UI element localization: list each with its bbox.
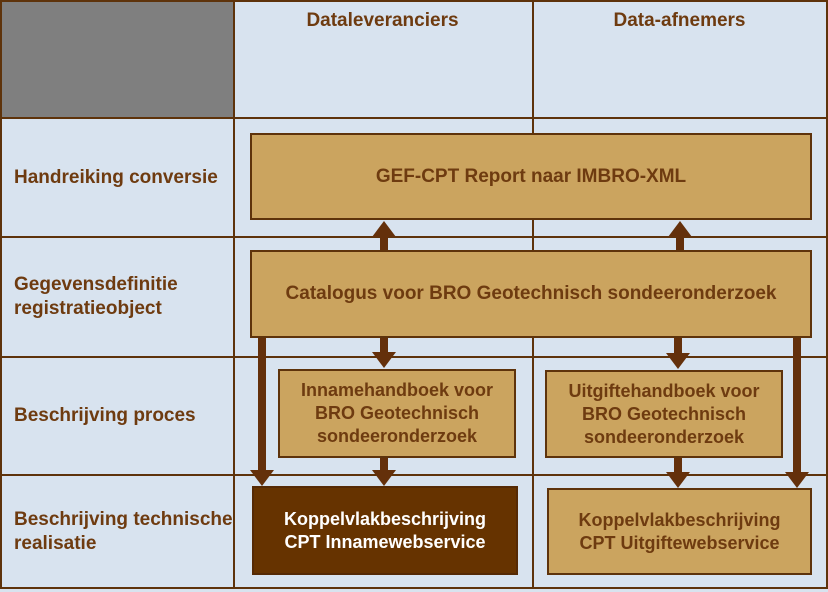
row-divider-1	[2, 117, 826, 119]
box-label: Uitgiftehandboek voor BRO Geotechnisch s…	[568, 380, 760, 447]
arrow-up-catalog-to-conversion-right-shaft	[676, 233, 684, 250]
box-koppelvlak-innamewebservice: Koppelvlakbeschrijving CPT Innamewebserv…	[252, 486, 518, 575]
arrow-down-catalog-to-uitgiftehandboek-head	[666, 353, 690, 369]
arrow-down-innamehandboek-to-innamewebservice-shaft	[380, 458, 388, 472]
box-label: GEF-CPT Report naar IMBRO-XML	[375, 165, 687, 187]
arrow-up-catalog-to-conversion-left-head	[372, 221, 396, 237]
arrow-down-catalog-to-uitgiftewebservice-head	[785, 472, 809, 488]
arrow-down-catalog-to-innamewebservice-head	[250, 470, 274, 486]
box-gef-cpt-conversion: GEF-CPT Report naar IMBRO-XML	[250, 133, 812, 220]
arrow-down-uitgiftehandboek-to-uitgiftewebservice-shaft	[674, 458, 682, 474]
row-divider-3	[2, 356, 826, 358]
column-divider-left	[233, 2, 235, 587]
box-label: Koppelvlakbeschrijving CPT Innamewebserv…	[283, 508, 487, 552]
column-header-label: Data-afnemers	[613, 10, 746, 31]
arrow-up-catalog-to-conversion-right-head	[668, 221, 692, 237]
box-catalogus: Catalogus voor BRO Geotechnisch sondeero…	[250, 250, 812, 338]
row-label-text: Beschrijving technische realisatie	[14, 508, 233, 554]
arrow-up-catalog-to-conversion-left-shaft	[380, 233, 388, 250]
row-label-text: Beschrijving proces	[14, 405, 196, 426]
row-divider-4	[2, 474, 826, 476]
arrow-down-uitgiftehandboek-to-uitgiftewebservice-head	[666, 472, 690, 488]
column-header-label: Dataleveranciers	[306, 10, 459, 31]
row-label-text: Handreiking conversie	[14, 166, 218, 188]
row-divider-2	[2, 236, 826, 238]
box-innamehandboek: Innamehandboek voor BRO Geotechnisch son…	[278, 369, 516, 458]
arrow-down-catalog-to-uitgiftewebservice-shaft	[793, 338, 801, 474]
row-label-beschrijving-technische-realisatie: Beschrijving technische realisatie	[2, 476, 233, 587]
arrow-down-catalog-to-innamewebservice-shaft	[258, 338, 266, 472]
arrow-down-catalog-to-innamehandboek-shaft	[380, 338, 388, 354]
row-label-text: Gegevensdefinitie registratieobject	[14, 274, 178, 319]
box-label: Catalogus voor BRO Geotechnisch sondeero…	[285, 283, 777, 304]
row-label-handreiking-conversie: Handreiking conversie	[2, 119, 233, 236]
header-corner-cell	[2, 2, 233, 117]
box-koppelvlak-uitgiftewebservice: Koppelvlakbeschrijving CPT Uitgiftewebse…	[547, 488, 812, 575]
column-header-dataleveranciers: Dataleveranciers	[235, 2, 530, 40]
box-label: Koppelvlakbeschrijving CPT Uitgiftewebse…	[578, 509, 781, 553]
arrow-down-catalog-to-uitgiftehandboek-shaft	[674, 338, 682, 355]
box-uitgiftehandboek: Uitgiftehandboek voor BRO Geotechnisch s…	[545, 370, 783, 458]
box-label: Innamehandboek voor BRO Geotechnisch son…	[300, 380, 494, 446]
arrow-down-catalog-to-innamehandboek-head	[372, 352, 396, 368]
row-label-gegevensdefinitie: Gegevensdefinitie registratieobject	[2, 238, 233, 356]
row-label-beschrijving-proces: Beschrijving proces	[2, 358, 233, 474]
column-header-data-afnemers: Data-afnemers	[534, 2, 825, 40]
arrow-down-innamehandboek-to-innamewebservice-head	[372, 470, 396, 486]
